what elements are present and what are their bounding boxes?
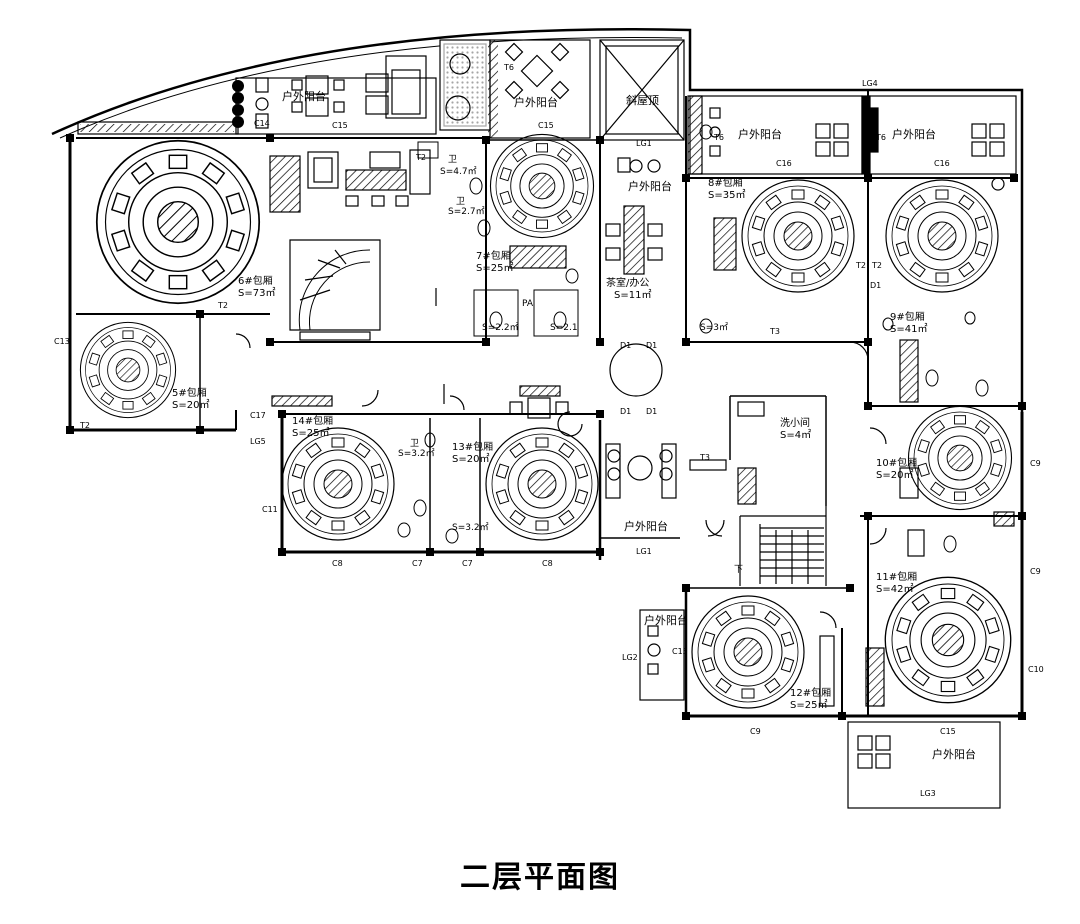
svg-text:D1: D1 <box>870 281 881 290</box>
svg-text:C13: C13 <box>54 337 70 346</box>
svg-text:D1: D1 <box>620 407 631 416</box>
area-label: S=4.7㎡ <box>440 166 477 177</box>
svg-text:D1: D1 <box>620 341 631 350</box>
svg-text:D1: D1 <box>646 407 657 416</box>
room-13-name: 13#包厢 <box>452 440 493 453</box>
room-6-name: 6#包厢 <box>238 274 273 287</box>
svg-text:C15: C15 <box>672 647 688 656</box>
balcony-label: 户外阳台 <box>892 127 936 141</box>
room-8-area: S=35㎡ <box>708 189 745 201</box>
svg-text:T6: T6 <box>503 63 514 72</box>
svg-text:C15: C15 <box>940 727 956 736</box>
svg-text:C11: C11 <box>262 505 278 514</box>
room-6-area: S=73㎡ <box>238 287 275 299</box>
room-10-name: 10#包厢 <box>876 456 917 469</box>
svg-text:LG4: LG4 <box>862 79 878 88</box>
svg-text:C8: C8 <box>332 559 343 568</box>
tea-room-name: 茶室/办公 <box>606 276 649 289</box>
svg-text:T6: T6 <box>875 133 886 142</box>
balcony-label: 户外阳台 <box>932 747 976 761</box>
svg-text:T6: T6 <box>713 133 724 142</box>
balcony-label: 户外阳台 <box>514 95 558 109</box>
wc-label: 卫 <box>448 155 457 165</box>
room-10-area: S=20㎡ <box>876 469 913 481</box>
svg-text:C10: C10 <box>1028 665 1044 674</box>
room-7-area: S=25㎡ <box>476 262 513 274</box>
room-12-name: 12#包厢 <box>790 686 831 699</box>
balcony-labels: 户外阳台 户外阳台 户外阳台 户外阳台 户外阳台 户外阳台 户外阳台 户外阳台 … <box>282 89 976 761</box>
svg-text:C17: C17 <box>250 411 266 420</box>
svg-text:LG2: LG2 <box>622 653 638 662</box>
toilets <box>397 124 989 553</box>
washroom-area: S=4㎡ <box>780 429 811 441</box>
balcony-label: 户外阳台 <box>624 519 668 533</box>
inner-furniture <box>235 149 1015 809</box>
room-9-area: S=41㎡ <box>890 323 927 335</box>
room-13-area: S=20㎡ <box>452 453 489 465</box>
area-label: S=3.2㎡ <box>452 522 489 533</box>
room-labels: 6#包厢 S=73㎡ 5#包厢 S=20㎡ 7#包厢 S=25㎡ 8#包厢 S=… <box>172 176 927 711</box>
wc-label: 卫 <box>456 197 465 207</box>
svg-text:T2: T2 <box>217 301 228 310</box>
round-tables <box>79 133 1013 709</box>
room-14-area: S=25㎡ <box>292 427 329 439</box>
balcony-label: 户外阳台 <box>738 127 782 141</box>
pa-label: PA <box>522 299 534 309</box>
svg-text:C16: C16 <box>776 159 792 168</box>
balcony-label: 户外阳台 <box>644 613 688 627</box>
stair-down-label: 下 <box>734 565 743 575</box>
outer-walls <box>51 27 1024 720</box>
area-label: S=2.7㎡ <box>448 206 485 217</box>
svg-text:C15: C15 <box>332 121 348 130</box>
svg-text:C14: C14 <box>254 119 270 128</box>
room-12-area: S=25㎡ <box>790 699 827 711</box>
svg-text:C7: C7 <box>462 559 473 568</box>
svg-text:T2: T2 <box>855 261 866 270</box>
plan-title: 二层平面图 <box>460 860 620 895</box>
svg-text:T2: T2 <box>415 153 426 162</box>
svg-text:T3: T3 <box>769 327 780 336</box>
small-area-labels: S=4.7㎡ S=2.7㎡ S=2.2㎡ S=2.1 S=3㎡ S=3.2㎡ S… <box>398 155 743 575</box>
svg-text:LG1: LG1 <box>636 139 652 148</box>
room-5-name: 5#包厢 <box>172 386 207 399</box>
balcony-label: 户外阳台 <box>282 89 326 103</box>
balcony-furniture <box>255 42 1005 191</box>
svg-text:C9: C9 <box>750 727 761 736</box>
code-labels: LG1 LG1 LG2 LG3 LG4 LG5 C14 C15 C15 C15 … <box>54 63 1044 798</box>
wc-label: 卫 <box>410 439 419 449</box>
svg-text:T2: T2 <box>871 261 882 270</box>
svg-text:T3: T3 <box>699 453 710 462</box>
area-label: S=2.2㎡ <box>482 322 519 333</box>
hedge <box>80 40 498 138</box>
svg-text:LG5: LG5 <box>250 437 266 446</box>
washroom-name: 洗小间 <box>780 416 810 429</box>
area-label: S=3.2㎡ <box>398 448 435 459</box>
svg-text:C9: C9 <box>1030 459 1041 468</box>
room-11-area: S=42㎡ <box>876 583 913 595</box>
svg-text:D1: D1 <box>646 341 657 350</box>
balcony-label: 户外阳台 <box>628 179 672 193</box>
tea-room-area: S=11㎡ <box>614 289 651 301</box>
svg-text:LG3: LG3 <box>920 789 936 798</box>
slope-roof-label: 斜屋顶 <box>626 94 659 107</box>
svg-text:LG1: LG1 <box>636 547 652 556</box>
room-14-name: 14#包厢 <box>292 414 333 427</box>
room-5-area: S=20㎡ <box>172 399 209 411</box>
svg-text:C8: C8 <box>542 559 553 568</box>
room-9-name: 9#包厢 <box>890 310 925 323</box>
svg-text:C16: C16 <box>934 159 950 168</box>
svg-text:T2: T2 <box>79 421 90 430</box>
room-7-name: 7#包厢 <box>476 249 511 262</box>
svg-text:C15: C15 <box>538 121 554 130</box>
wall-posts <box>66 134 1026 720</box>
room-11-name: 11#包厢 <box>876 570 917 583</box>
svg-text:C9: C9 <box>1030 567 1041 576</box>
area-label: S=3㎡ <box>700 322 728 333</box>
room-8-name: 8#包厢 <box>708 176 743 189</box>
svg-text:C7: C7 <box>412 559 423 568</box>
area-label: S=2.1 <box>550 323 578 333</box>
